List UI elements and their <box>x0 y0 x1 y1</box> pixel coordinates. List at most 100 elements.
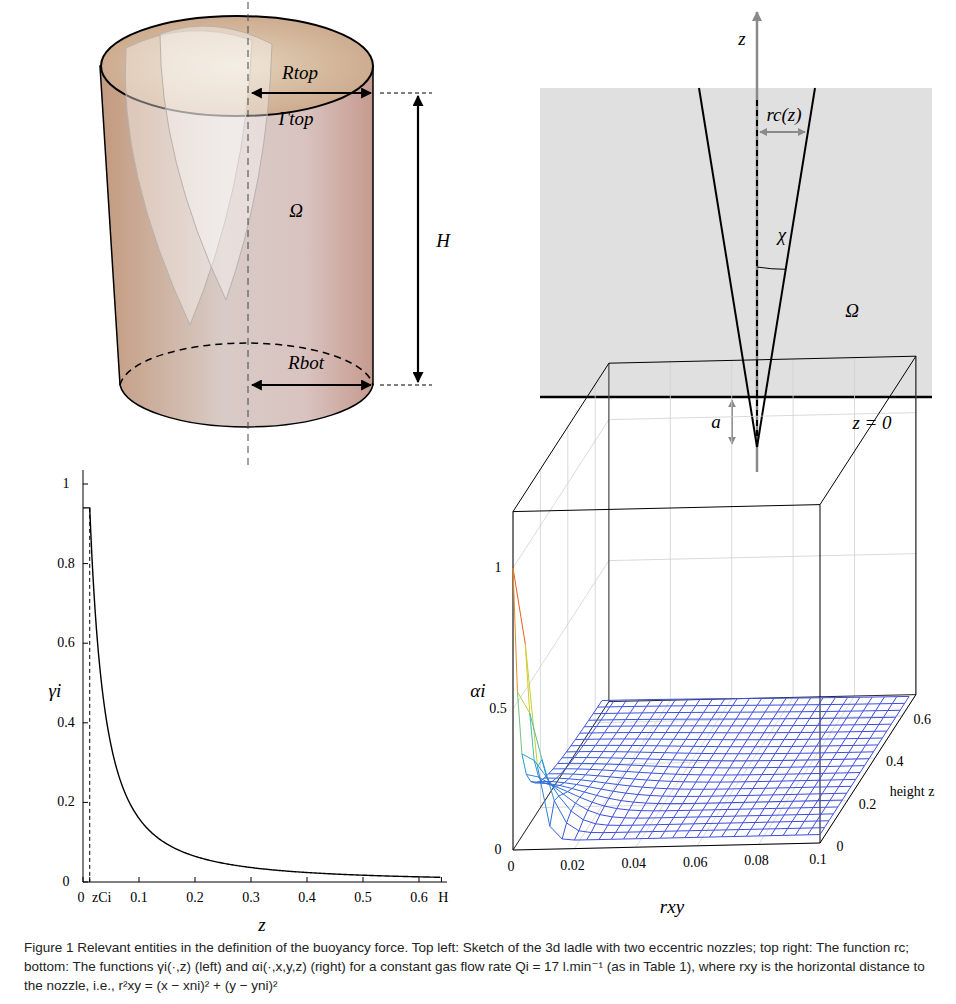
mesh-line <box>816 745 828 746</box>
mesh-line <box>698 739 710 740</box>
mesh-line <box>617 809 629 810</box>
mesh-line <box>811 767 815 774</box>
mesh-line <box>594 758 598 764</box>
mesh-line <box>577 780 581 785</box>
mesh-line <box>584 720 588 726</box>
mesh-line <box>880 703 892 704</box>
mesh-line <box>860 766 864 773</box>
mesh-line <box>826 806 838 807</box>
mesh-line <box>632 818 636 825</box>
mesh-line <box>824 752 836 753</box>
mesh-line <box>584 726 596 727</box>
mesh-line <box>810 712 814 719</box>
mesh-line <box>800 827 812 828</box>
grid-line <box>513 702 609 850</box>
tick-label: 0 <box>837 840 844 854</box>
tick-label: 0.5 <box>354 891 372 905</box>
mesh-line <box>633 719 637 726</box>
mesh-line <box>751 753 763 754</box>
mesh-line <box>794 704 806 705</box>
mesh-line <box>683 796 687 803</box>
mesh-line <box>805 725 817 726</box>
mesh-line <box>845 732 849 739</box>
mesh-line <box>637 733 641 740</box>
mesh-line <box>698 816 710 817</box>
box-edge <box>820 356 916 504</box>
mesh-line <box>693 767 705 768</box>
mesh-line <box>629 802 633 810</box>
mesh-line <box>812 746 816 753</box>
mesh-line <box>841 739 845 746</box>
mesh-line <box>811 773 823 774</box>
mesh-line <box>658 725 670 726</box>
mesh-line <box>876 710 888 711</box>
mesh-line <box>695 796 699 803</box>
tick-mark <box>419 877 420 882</box>
box-edge <box>820 505 821 843</box>
mesh-line <box>610 700 614 707</box>
mesh-line <box>725 768 729 775</box>
mesh-line <box>629 732 641 733</box>
mesh-line <box>756 801 768 802</box>
mesh-line <box>798 787 802 794</box>
mesh-line <box>762 768 766 775</box>
mesh-line <box>750 774 762 775</box>
mesh-line <box>722 760 734 761</box>
mesh-line <box>759 829 763 836</box>
grid-line <box>793 359 794 697</box>
mesh-line <box>900 703 904 710</box>
mesh-line <box>769 795 773 802</box>
mesh-line <box>847 711 851 718</box>
mesh-line <box>743 816 747 823</box>
mesh-line <box>667 712 679 713</box>
tick-mark <box>83 802 88 803</box>
mesh-line <box>868 697 872 704</box>
mesh-line <box>652 746 656 753</box>
mesh-line <box>608 739 612 745</box>
mesh-line <box>682 719 686 726</box>
mesh-line <box>786 767 790 774</box>
mesh-line <box>873 745 877 752</box>
mesh-line <box>801 807 813 808</box>
mesh-line <box>820 828 824 835</box>
mesh-line <box>608 817 612 825</box>
mesh-line <box>530 713 534 760</box>
mesh-line <box>762 774 774 775</box>
mesh-line <box>718 823 730 824</box>
mesh-line <box>678 804 682 811</box>
axis-label: αi <box>470 681 485 700</box>
mesh-line <box>655 781 659 788</box>
mesh-line <box>775 822 779 829</box>
mesh-line <box>535 781 539 783</box>
mesh-line <box>697 837 709 838</box>
mesh-line <box>855 697 859 704</box>
mesh-line <box>834 718 846 719</box>
mesh-line <box>783 753 787 760</box>
mesh-line <box>597 795 609 798</box>
mesh-line <box>828 760 832 767</box>
mesh-line <box>736 789 740 796</box>
mesh-line <box>722 836 734 837</box>
mesh-line <box>717 761 721 768</box>
mesh-line <box>745 698 749 705</box>
mesh-line <box>605 707 609 714</box>
mesh-line <box>617 732 629 733</box>
mesh-line <box>821 732 825 739</box>
mesh-line <box>716 706 720 713</box>
mesh-line <box>700 774 712 775</box>
mesh-line <box>867 724 879 725</box>
mesh-line <box>703 809 715 810</box>
mesh-line <box>859 717 871 718</box>
mesh-line <box>726 747 730 754</box>
mesh-line <box>858 738 870 739</box>
mesh-line <box>687 789 691 796</box>
mesh-line <box>720 705 732 706</box>
mesh-line <box>678 732 690 733</box>
mesh-line <box>671 774 675 781</box>
mesh-line <box>618 785 630 786</box>
mesh-line <box>645 739 649 746</box>
mesh-line <box>736 712 740 719</box>
mesh-line <box>749 698 761 699</box>
dimension-arrow <box>417 96 419 382</box>
mesh-line <box>813 725 817 732</box>
